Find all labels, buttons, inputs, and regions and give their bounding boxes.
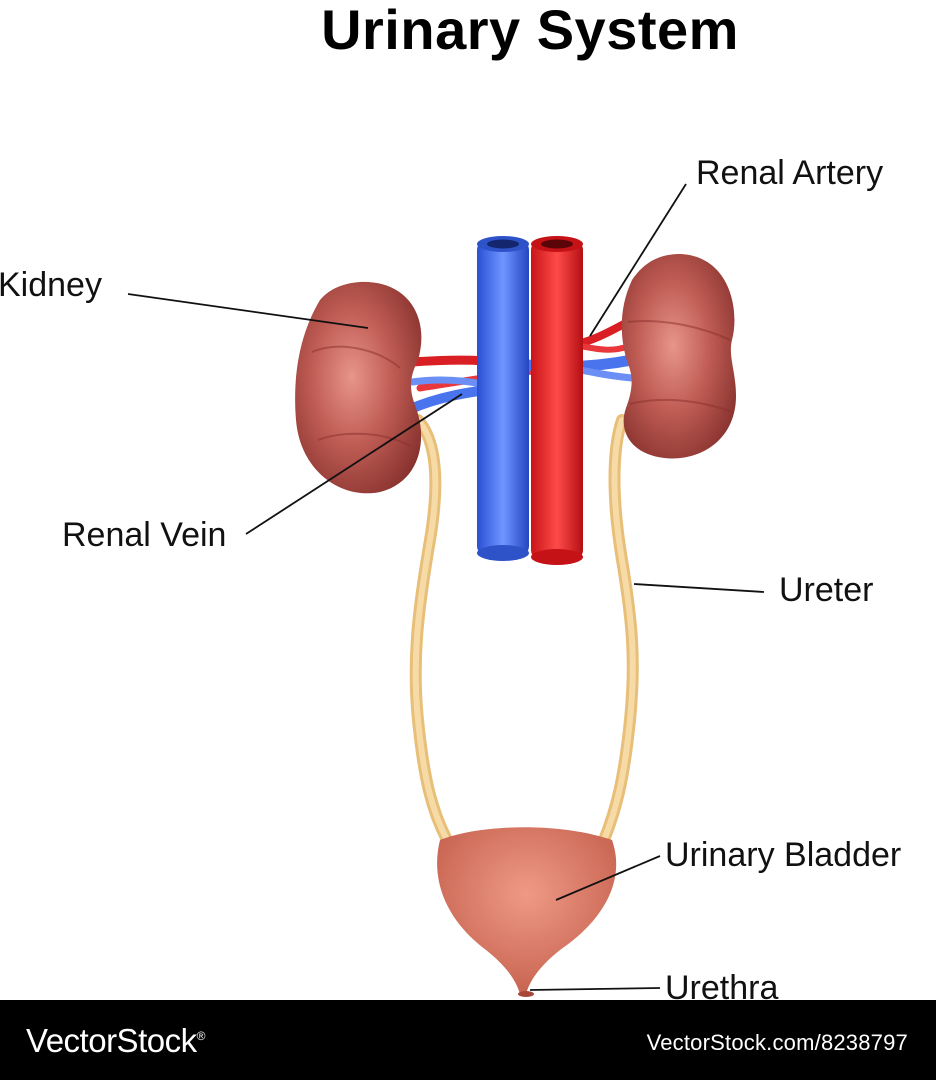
kidney-leader <box>127 293 369 329</box>
vectorstock-logo: VectorStock® <box>26 1022 205 1060</box>
label-ureter: Ureter <box>779 571 874 609</box>
ureter-leader <box>633 583 765 593</box>
page-title: Urinary System <box>321 0 739 61</box>
brand-name: VectorStock <box>26 1022 197 1059</box>
label-urethra: Urethra <box>665 969 779 1007</box>
right-kidney <box>621 254 736 459</box>
image-url: VectorStock.com/8238797 <box>646 1030 908 1055</box>
label-renal-vein: Renal Vein <box>62 516 227 554</box>
renal-vein-leader <box>245 393 463 535</box>
aorta <box>531 236 583 565</box>
urinary-bladder <box>437 827 617 997</box>
label-kidney: Kidney <box>0 266 102 304</box>
watermark-footer: VectorStock® VectorStock.com/8238797 <box>0 1000 936 1080</box>
renal-artery-leader <box>589 183 687 337</box>
bladder-leader <box>555 855 661 901</box>
leader-lines <box>127 183 765 991</box>
registered-mark: ® <box>196 1029 206 1043</box>
label-renal-artery: Renal Artery <box>696 154 884 192</box>
label-urinary-bladder: Urinary Bladder <box>665 836 902 874</box>
urethra-leader <box>529 987 661 991</box>
vena-cava <box>477 236 529 561</box>
